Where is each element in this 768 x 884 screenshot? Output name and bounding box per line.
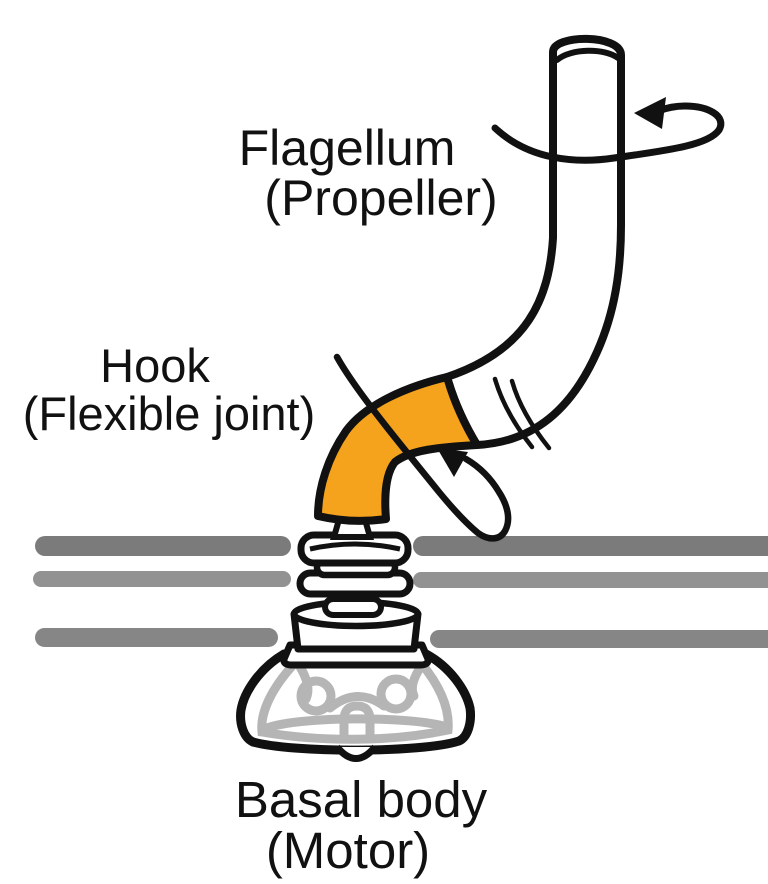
- hook-rotation-arrow-icon: [333, 353, 512, 542]
- membrane-middle-right: [413, 572, 768, 588]
- filament-cap-line: [554, 47, 621, 63]
- basal-body-label-line2: (Motor): [265, 822, 431, 879]
- membrane-outer-right: [413, 536, 768, 556]
- ring-disk-upper-edge: [309, 541, 401, 552]
- hook-rotation-arrowhead: [437, 448, 468, 477]
- flagellum-label-line2: (Propeller): [264, 170, 498, 226]
- membrane-middle-left: [33, 571, 291, 587]
- flagellum-label-line1: Flagellum: [238, 120, 456, 176]
- hook-label-line2: (Flexible joint): [22, 387, 316, 440]
- junction-rings: [492, 376, 552, 451]
- filament-rotation-arrow-icon: [491, 97, 725, 164]
- motor-internal-detail: [257, 658, 453, 744]
- membrane-outer-left: [35, 536, 291, 556]
- flagellum-filament: [443, 34, 625, 451]
- filament-rotation-arrowhead: [634, 97, 666, 129]
- membrane-layers: [33, 536, 768, 648]
- rod-flange: [322, 596, 384, 618]
- basal-body-bottom-knob: [334, 744, 378, 762]
- filament-tube: [443, 34, 625, 449]
- membrane-inner-right: [430, 630, 768, 648]
- basal-body-label-line1: Basal body: [234, 771, 488, 828]
- hook-label-line1: Hook: [100, 339, 210, 392]
- basal-body: [236, 513, 475, 762]
- membrane-inner-left: [35, 628, 278, 647]
- hook-elbow: [314, 373, 481, 525]
